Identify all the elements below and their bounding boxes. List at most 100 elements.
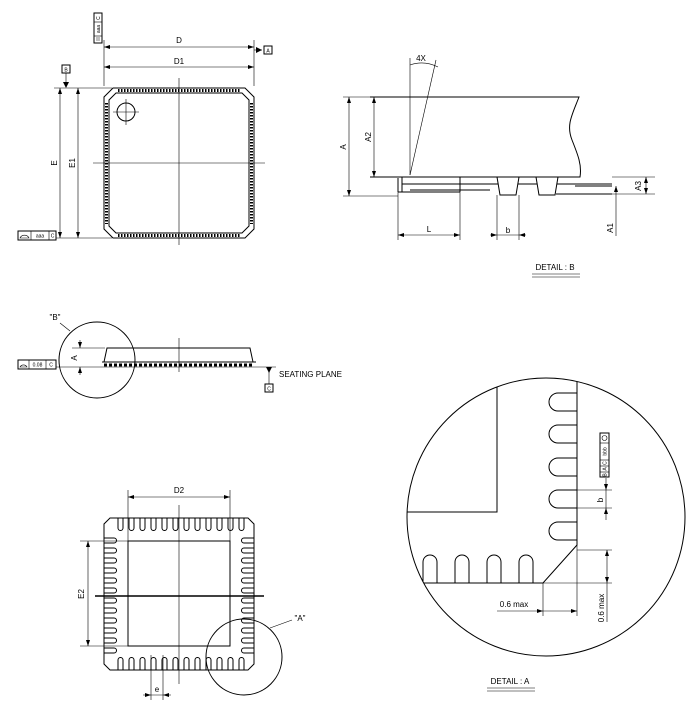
detail-a-pad <box>548 392 577 412</box>
detail-b-lead-2 <box>535 176 559 196</box>
callout-a-circle <box>205 618 283 696</box>
bottom-pad <box>161 657 168 670</box>
bottom-pad <box>241 617 254 624</box>
detail-b-dim-a1: A1 <box>606 223 615 233</box>
bottom-pad <box>117 518 124 531</box>
seating-plane-label: SEATING PLANE <box>279 370 342 379</box>
profile-symbol-icon <box>19 234 30 239</box>
bottom-pad <box>241 647 254 654</box>
bottom-pad <box>227 518 234 531</box>
datum-b-label: B <box>64 68 68 74</box>
dim-e-label: E <box>50 160 59 165</box>
bottom-pad <box>139 518 146 531</box>
bottom-pads-bottom <box>117 657 245 670</box>
detail-a-dim-horizontal: 0.6 max <box>500 600 528 609</box>
fcf-left-value: aaa <box>36 234 45 240</box>
detail-b-lead-1 <box>496 176 520 196</box>
datum-c-label: C <box>267 387 271 393</box>
bottom-pad <box>128 518 135 531</box>
bottom-pad <box>216 657 223 670</box>
bottom-pad <box>241 607 254 614</box>
bottom-pad <box>117 657 124 670</box>
dim-e1-label: E1 <box>68 158 77 168</box>
side-view: "B" A 0.08 C C SEATING PLANE <box>17 313 342 399</box>
bottom-pad <box>104 637 117 644</box>
bottom-pad <box>194 657 201 670</box>
side-body <box>103 347 254 363</box>
callout-a-label: "A" <box>294 614 305 623</box>
bottom-pad <box>104 587 117 594</box>
detail-a-pad <box>548 489 577 509</box>
bottom-pad <box>241 597 254 604</box>
detail-a-pad <box>548 457 577 477</box>
bottom-pad <box>238 657 245 670</box>
bottom-pad <box>241 557 254 564</box>
dim-e2-label: E2 <box>77 589 86 599</box>
bottom-pad <box>104 547 117 554</box>
bottom-pad <box>172 518 179 531</box>
dim-d2-label: D2 <box>174 486 185 495</box>
bottom-pad <box>104 537 117 544</box>
callout-b-circle <box>58 321 136 399</box>
callout-b-label: "B" <box>49 313 60 322</box>
detail-b-title: DETAIL : B <box>535 263 574 272</box>
detail-a-pad <box>422 554 438 583</box>
detail-b-dim-a3: A3 <box>634 181 643 191</box>
fcf-parallel-value: aaa <box>96 25 102 34</box>
detail-a-pad <box>548 424 577 444</box>
bottom-outline <box>103 517 255 671</box>
side-dim-a: A <box>70 355 79 361</box>
bottom-pad <box>227 657 234 670</box>
bottom-pads-left <box>104 537 117 654</box>
bottom-pad <box>104 557 117 564</box>
detail-b-dim-a: A <box>339 144 348 150</box>
bottom-pad <box>183 657 190 670</box>
detail-a-pad <box>454 554 470 583</box>
detail-b-body <box>370 96 581 178</box>
bottom-pad <box>104 647 117 654</box>
datum-a-label: A <box>266 49 270 55</box>
fcf-left-datum: C <box>51 234 55 240</box>
bottom-pad <box>241 547 254 554</box>
side-fcf-value: 0.08 <box>33 363 43 369</box>
bottom-view: D2 E2 e "A" <box>77 486 306 700</box>
side-fcf-datum: C <box>49 363 53 369</box>
detail-b-dim-l: L <box>427 225 432 234</box>
parallel-symbol-icon <box>96 37 100 41</box>
bottom-pad <box>150 518 157 531</box>
bottom-pads-right <box>241 537 254 654</box>
detail-b-dim-a2: A2 <box>364 132 373 142</box>
bottom-pad <box>104 597 117 604</box>
bottom-pad <box>241 637 254 644</box>
bottom-pad <box>161 518 168 531</box>
detail-b-view: 4X A A2 A3 A1 L b <box>339 54 655 278</box>
bottom-pad <box>104 577 117 584</box>
bottom-pad <box>139 657 146 670</box>
detail-a-view: b bbb C A B 0.6 max 0.6 max DETAIL : A <box>406 377 686 692</box>
bottom-pad <box>172 657 179 670</box>
bottom-pad <box>104 627 117 634</box>
detail-a-dim-b: b <box>596 497 605 502</box>
bottom-pad <box>183 518 190 531</box>
detail-a-title: DETAIL : A <box>491 677 530 686</box>
position-symbol-icon <box>601 435 608 441</box>
dim-d-label: D <box>176 36 182 45</box>
bottom-pad <box>104 567 117 574</box>
fcf-parallel-datum: C <box>96 16 102 20</box>
bottom-pad <box>241 587 254 594</box>
flatness-symbol-icon <box>19 364 28 368</box>
bottom-pad <box>241 567 254 574</box>
detail-a-fcf-datum1: C <box>603 461 609 465</box>
bottom-pad <box>238 518 245 531</box>
bottom-pad <box>241 627 254 634</box>
detail-a-pad <box>548 521 577 541</box>
top-view: D A D1 C aaa B E E1 <box>17 12 273 245</box>
bottom-pad <box>128 657 135 670</box>
bottom-pad <box>241 577 254 584</box>
detail-a-fcf-datum3: B <box>603 473 609 477</box>
detail-a-fcf-datum2: A <box>603 467 609 471</box>
detail-b-angle-label: 4X <box>416 54 426 63</box>
dim-e-pitch-label: e <box>155 685 160 694</box>
package-outline <box>103 87 255 239</box>
